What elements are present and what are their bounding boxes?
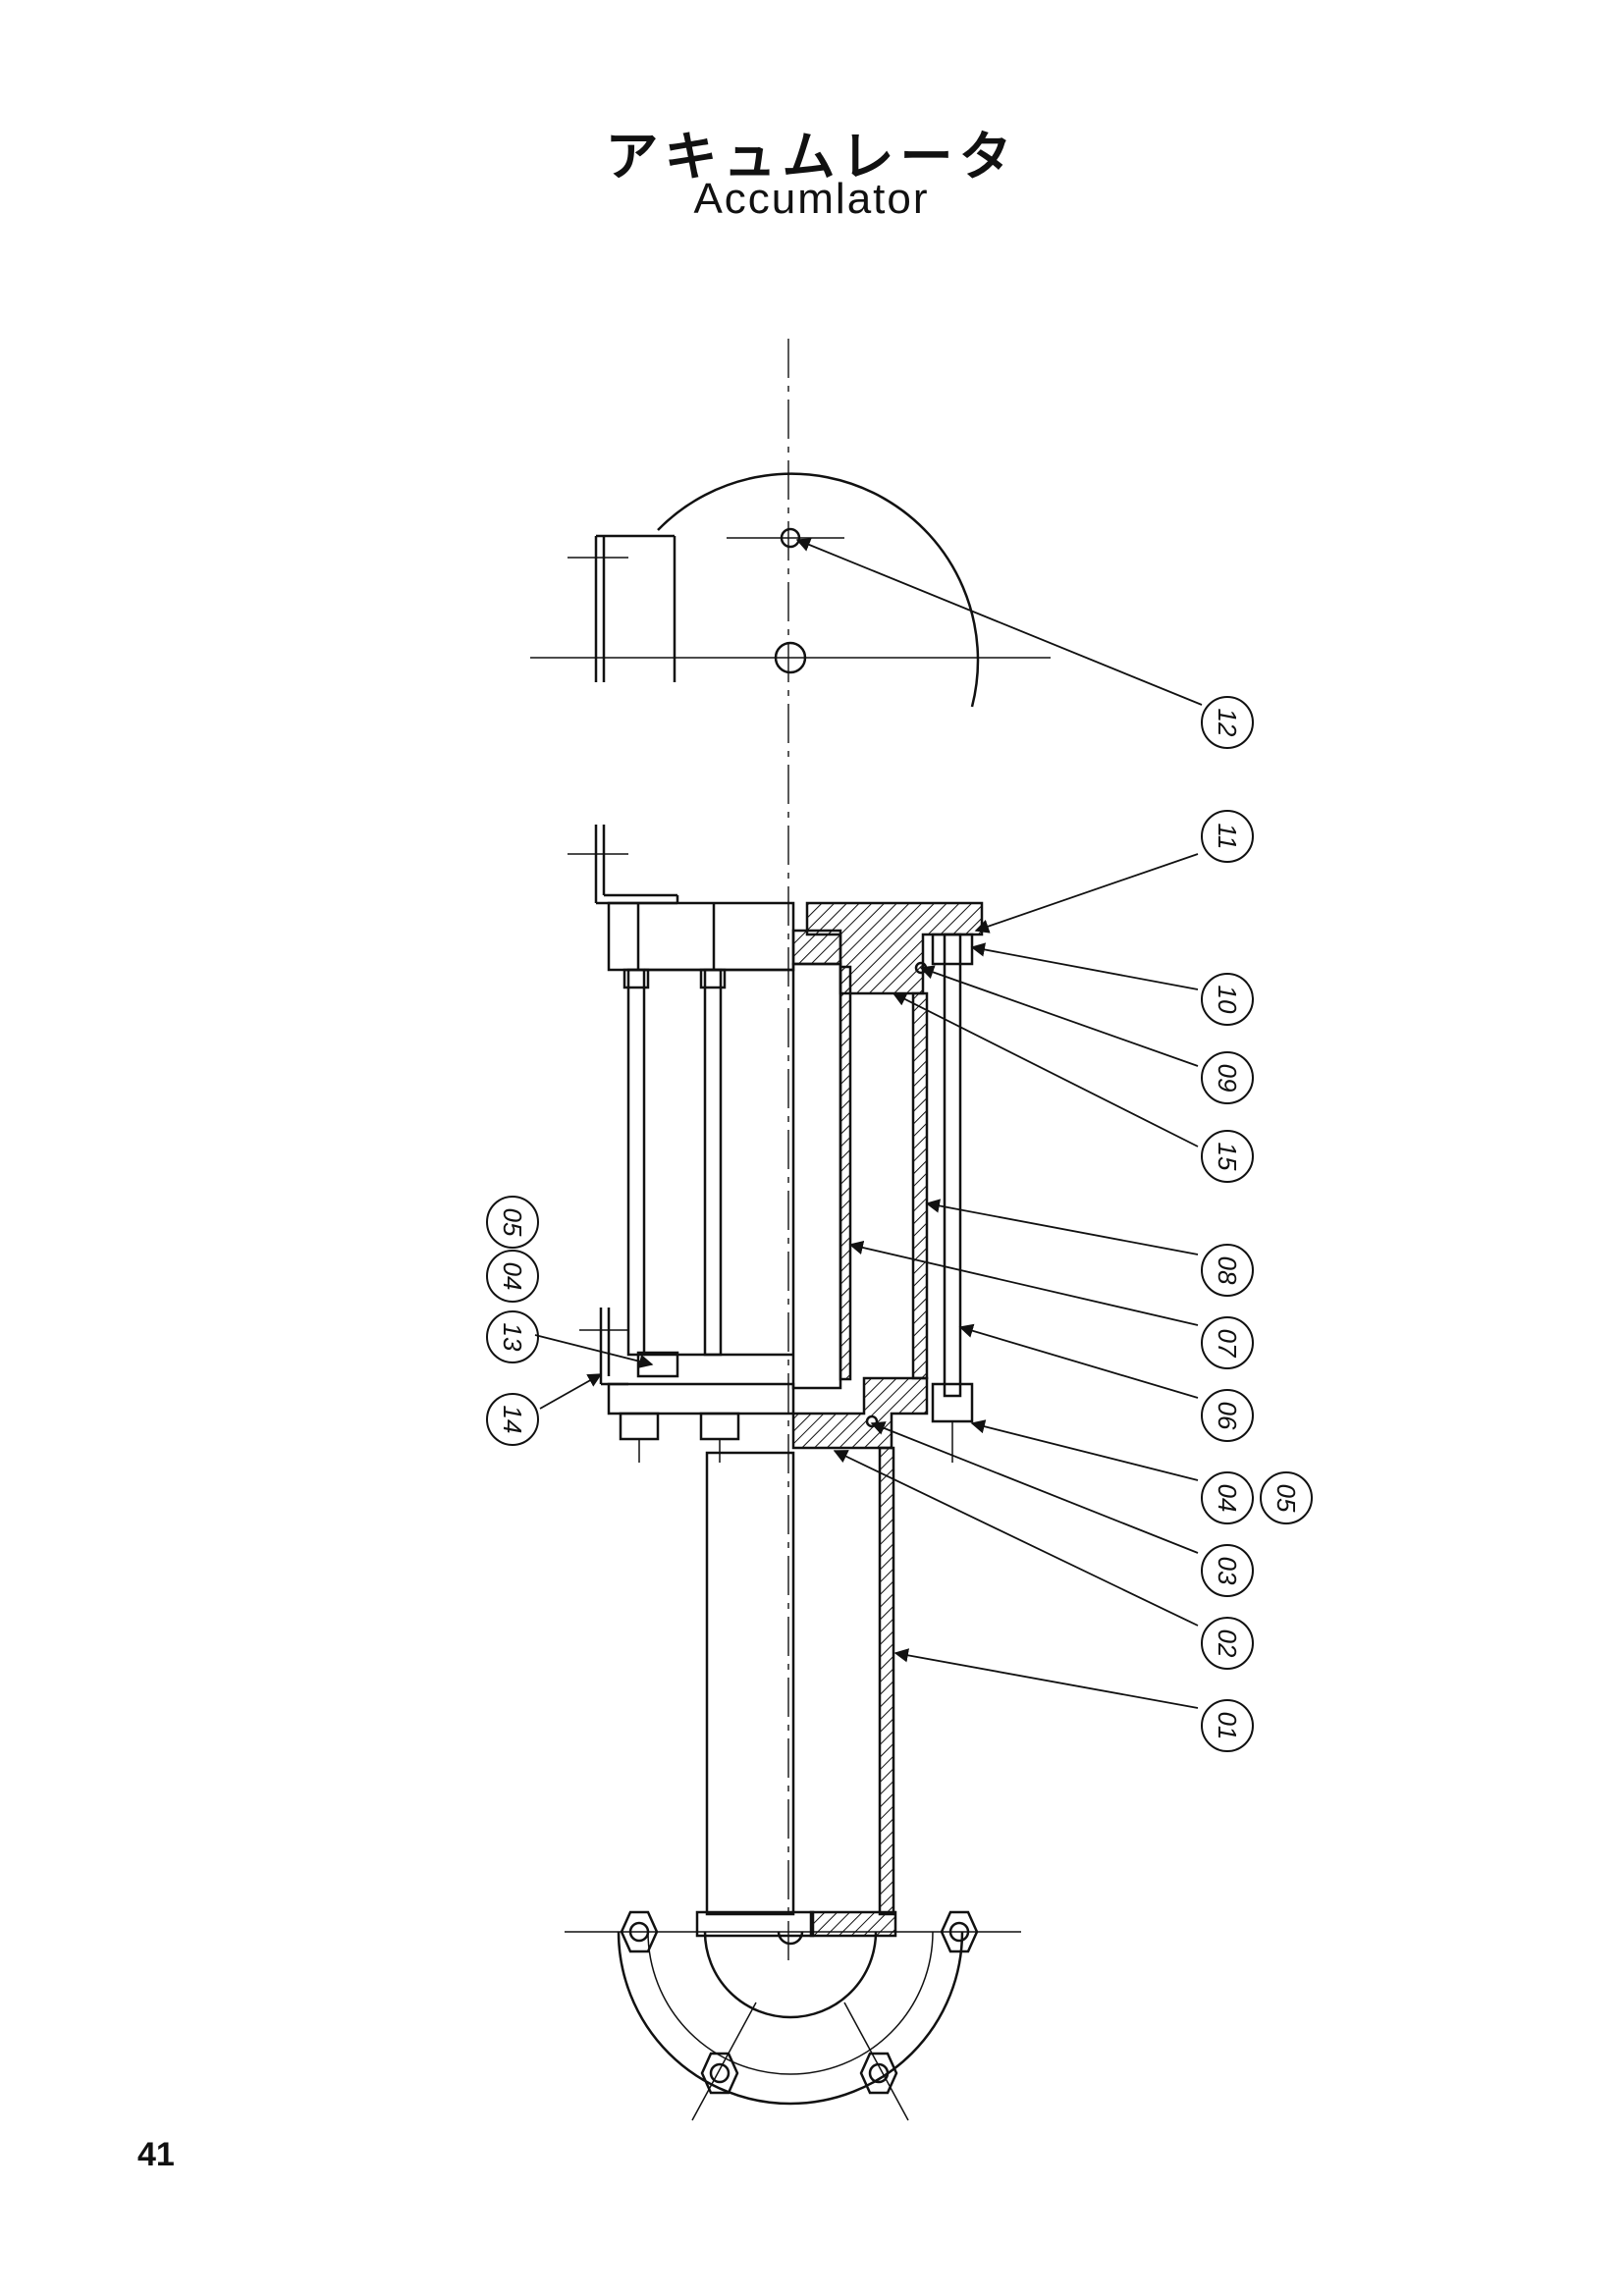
svg-text:08: 08: [1213, 1256, 1242, 1285]
svg-text:15: 15: [1213, 1143, 1242, 1171]
svg-text:09: 09: [1213, 1064, 1242, 1093]
callout-balloon-01: 01: [1201, 1699, 1254, 1752]
callout-balloon-06: 06: [1201, 1389, 1254, 1442]
svg-text:05: 05: [1271, 1484, 1301, 1513]
bottom-view: [565, 1910, 1021, 2121]
svg-text:02: 02: [1213, 1629, 1242, 1658]
callout-balloon-04-left: 04: [486, 1250, 539, 1303]
callout-balloon-10: 10: [1201, 973, 1254, 1026]
callout-balloon-07: 07: [1201, 1316, 1254, 1369]
title-japanese: アキュムレータ: [605, 126, 1018, 187]
svg-text:11: 11: [1213, 824, 1242, 850]
callout-balloon-09: 09: [1201, 1051, 1254, 1104]
pin-hole-small: [780, 527, 801, 549]
svg-text:05: 05: [498, 1208, 527, 1237]
svg-text:12: 12: [1213, 709, 1242, 737]
svg-text:06: 06: [1213, 1402, 1242, 1430]
callout-balloon-12: 12: [1201, 696, 1254, 749]
flange-nut: [620, 1910, 659, 1953]
svg-text:14: 14: [498, 1406, 527, 1434]
svg-text:10: 10: [1213, 986, 1242, 1014]
pin-hole-large: [774, 641, 807, 674]
flange-nut: [859, 2052, 898, 2095]
hatched-sections: [791, 901, 984, 1938]
leader-lines: [534, 538, 1203, 1709]
callout-balloon-04: 04: [1201, 1471, 1254, 1524]
page-number: 41: [137, 2136, 175, 2173]
svg-text:01: 01: [1213, 1712, 1242, 1740]
callout-balloon-15: 15: [1201, 1130, 1254, 1183]
top-view: [530, 472, 1051, 708]
callout-balloon-08: 08: [1201, 1244, 1254, 1297]
svg-text:04: 04: [498, 1262, 527, 1291]
svg-text:04: 04: [1213, 1484, 1242, 1513]
callout-balloon-14: 14: [486, 1393, 539, 1446]
flange-nut: [940, 1910, 979, 1953]
callout-balloon-13: 13: [486, 1310, 539, 1363]
flange-nut: [700, 2052, 739, 2095]
svg-text:13: 13: [498, 1323, 527, 1352]
svg-text:03: 03: [1213, 1557, 1242, 1585]
cylinder-assembly: [568, 825, 842, 1938]
svg-text:07: 07: [1213, 1329, 1242, 1359]
title-english: Accumlator: [693, 175, 930, 223]
callout-balloon-05: 05: [1260, 1471, 1313, 1524]
callout-balloon-11: 11: [1201, 810, 1254, 863]
callout-balloon-05-left: 05: [486, 1196, 539, 1249]
callout-balloon-02: 02: [1201, 1617, 1254, 1670]
callout-balloon-03: 03: [1201, 1544, 1254, 1597]
